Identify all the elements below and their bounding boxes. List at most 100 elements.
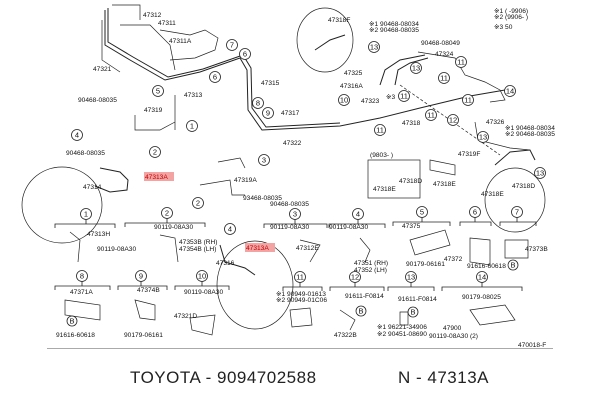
part-label: 47314 [83, 184, 102, 191]
callout-11: 11 [398, 90, 410, 102]
svg-text:4: 4 [356, 210, 360, 219]
part-label: 47313H [87, 231, 110, 238]
svg-text:11: 11 [464, 96, 472, 105]
svg-text:6: 6 [213, 73, 217, 82]
part-label: 47322 [283, 140, 302, 147]
svg-text:11: 11 [440, 74, 448, 83]
callout-8: 8 [252, 97, 264, 109]
svg-text:13: 13 [536, 169, 544, 178]
section-1: 1 [54, 208, 116, 228]
callout-13: 13 [477, 131, 489, 143]
part-label: 47326 [486, 119, 505, 126]
svg-text:B: B [69, 317, 74, 326]
part-label: 90468-08035 [78, 97, 117, 104]
part-label: ※2 90468-08035 [505, 131, 555, 138]
section-10: 10 [174, 270, 230, 290]
svg-text:5: 5 [156, 87, 160, 96]
section-7: 7 [499, 206, 537, 226]
part-label: 47311A [169, 38, 192, 45]
section-13: 13 [387, 271, 435, 291]
svg-text:5: 5 [420, 208, 424, 217]
svg-text:11: 11 [457, 58, 465, 67]
svg-text:B: B [410, 308, 415, 317]
part-label: 47317 [281, 110, 300, 117]
callout-6: 6 [209, 71, 221, 83]
part-label: 90468-08035 [66, 150, 105, 157]
callout-5: 5 [152, 85, 164, 97]
part-label: ※2 90949-01C06 [276, 297, 327, 304]
part-label: 90119-08A30 [97, 246, 136, 253]
part-label-highlighted: 47313A [246, 245, 269, 252]
callout-10: 10 [338, 94, 350, 106]
highlight-box [245, 243, 275, 252]
svg-text:7: 7 [515, 208, 519, 217]
footer-reference-part: N - 47313A [398, 368, 489, 387]
part-label: 90179-06161 [406, 261, 445, 268]
part-label: 47354B (LH) [179, 246, 216, 253]
svg-text:4: 4 [228, 225, 232, 234]
part-label: 47318E [433, 181, 456, 188]
callout-11: 11 [374, 124, 386, 136]
part-label: 47352 (LH) [354, 267, 387, 274]
svg-text:1: 1 [190, 122, 194, 131]
svg-text:3: 3 [262, 156, 266, 165]
part-label: 470018-F [518, 342, 546, 349]
svg-text:9: 9 [139, 272, 143, 281]
highlight-box [144, 172, 174, 181]
part-label: 47374B [137, 287, 160, 294]
part-label-highlighted: 47313A [145, 174, 168, 181]
section-5: 5 [392, 206, 451, 226]
part-label: 47311 [158, 20, 176, 27]
section-8: 8 [54, 270, 111, 290]
callout-12: 12 [447, 114, 459, 126]
part-label: ※1 90468-08034 [369, 21, 419, 28]
callout-11: 11 [455, 56, 467, 68]
part-label: 47321D [174, 313, 197, 320]
part-label: 91611-F0814 [345, 293, 384, 300]
callout-13: 13 [534, 167, 546, 179]
part-label: 47319F [458, 151, 480, 158]
svg-text:3: 3 [293, 210, 297, 219]
diagram-artwork [21, 4, 546, 336]
part-label: ※1 ( -9906) [494, 8, 528, 15]
part-label: 47900 [443, 325, 462, 332]
part-label: ※3 [386, 94, 396, 101]
part-label: ※2 90451-08690 [377, 331, 427, 338]
part-label: ※1 90949-01613 [276, 291, 326, 298]
part-label: 47323 [361, 98, 380, 105]
part-label: 47351 (RH) [354, 260, 388, 267]
bolt-marker-b: B [66, 315, 78, 327]
svg-text:13: 13 [412, 64, 420, 73]
svg-text:6: 6 [243, 50, 247, 59]
callout-1: 1 [186, 120, 198, 132]
part-label: 47371A [70, 289, 93, 296]
svg-text:11: 11 [296, 273, 304, 282]
part-label: 90468-08035 [270, 201, 309, 208]
part-label: 47318D [399, 178, 422, 185]
part-label: 47325 [344, 70, 363, 77]
callout-4: 4 [224, 223, 236, 235]
part-label: (9803- ) [370, 152, 393, 159]
section-6: 6 [459, 206, 492, 226]
svg-text:11: 11 [400, 92, 408, 101]
svg-text:13: 13 [407, 273, 415, 282]
part-label: 47318D [512, 183, 535, 190]
part-label: 47312E [296, 245, 319, 252]
svg-text:2: 2 [165, 209, 169, 218]
part-label: 47316 [216, 260, 235, 267]
part-label: ※1 90468-08034 [505, 125, 555, 132]
part-label: 47353B (RH) [179, 239, 217, 246]
callout-3: 3 [258, 154, 270, 166]
callout-14: 14 [504, 85, 516, 97]
part-label: 90179-08025 [462, 294, 501, 301]
section-12: 12 [329, 271, 385, 291]
part-label: 47318E [481, 191, 504, 198]
svg-text:1: 1 [84, 210, 88, 219]
section-11: 11 [282, 271, 323, 291]
callout-2: 2 [192, 197, 204, 209]
svg-text:11: 11 [427, 111, 435, 120]
part-label: 47318E [373, 186, 396, 193]
svg-text:14: 14 [506, 87, 514, 96]
